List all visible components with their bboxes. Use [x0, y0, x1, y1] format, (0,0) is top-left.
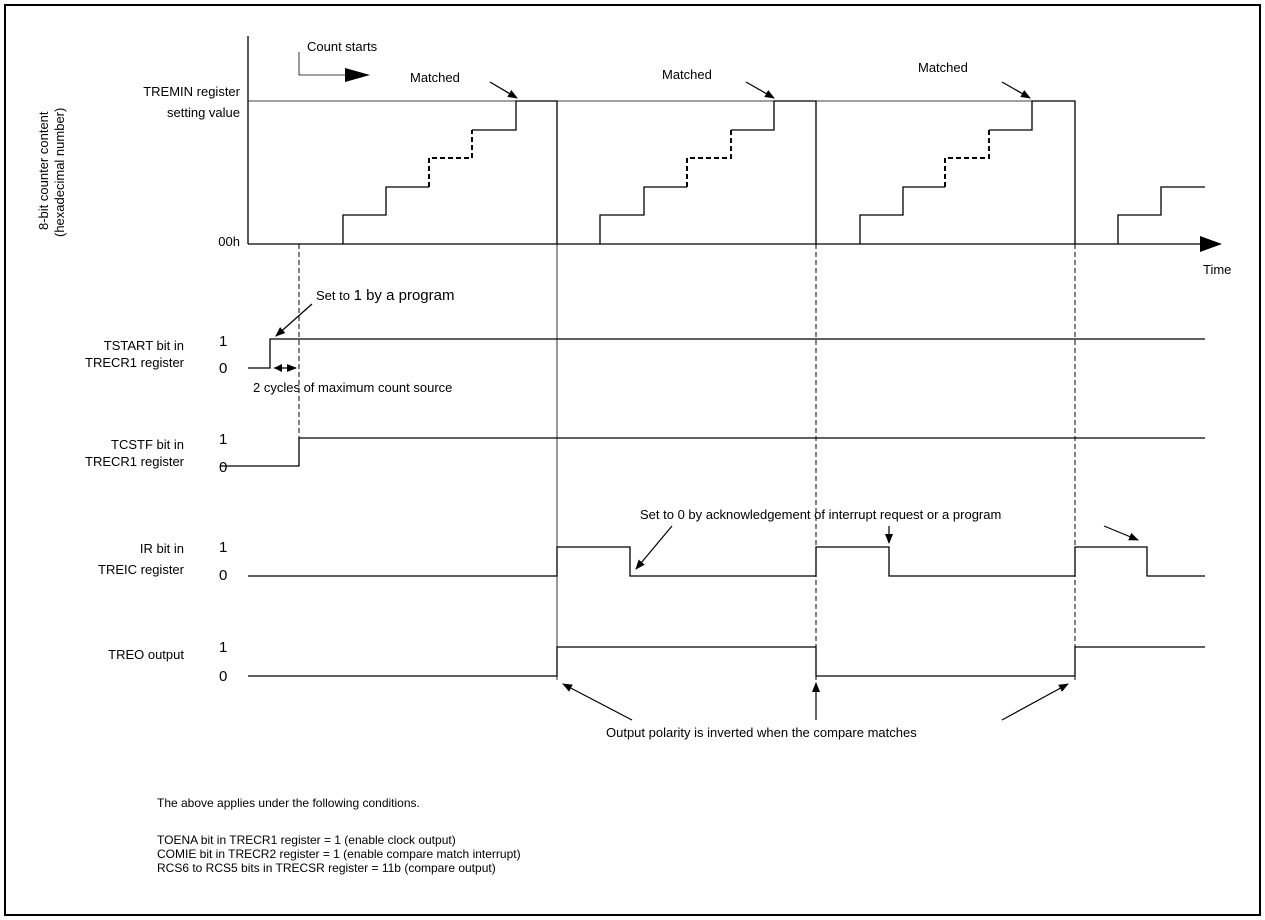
ir-clear-label: Set to 0 by acknowledgement of interrupt…: [640, 507, 1001, 522]
matched-label-1: Matched: [410, 70, 460, 85]
polarity-arrow-3: [1001, 683, 1069, 721]
counter-axes: [247, 36, 1222, 252]
condition-line-2: COMIE bit in TRECR2 register = 1 (enable…: [157, 847, 521, 861]
tcstf-label-line1: TCSTF bit in: [111, 437, 184, 452]
polarity-arrow-1: [562, 683, 633, 721]
matched-arrow-3: [1001, 81, 1031, 99]
program-set-prefix: Set to: [316, 288, 354, 303]
tcstf-waveform: [220, 437, 1205, 467]
matched-label-2: Matched: [662, 67, 712, 82]
tcstf-high: 1: [219, 431, 227, 448]
treo-low: 0: [219, 668, 227, 685]
counter-staircase-2: [599, 100, 817, 244]
treo-waveform: [248, 646, 1205, 677]
program-set-text: Set to 1 by a program: [316, 287, 454, 304]
timing-diagram-frame: [4, 4, 1261, 916]
matched-label-3: Matched: [918, 60, 968, 75]
time-label: Time: [1203, 262, 1231, 277]
tstart-low: 0: [219, 360, 227, 377]
count-starts-label: Count starts: [307, 39, 378, 54]
tstart-high: 1: [219, 333, 227, 350]
zero-label: 00h: [218, 234, 240, 249]
treo-high: 1: [219, 639, 227, 656]
tremin-label-line2: setting value: [167, 105, 240, 120]
program-set-arrow: [275, 303, 313, 337]
tstart-waveform: [248, 338, 1205, 369]
counter-staircase-4: [1117, 186, 1205, 244]
y-axis-label-line2: (hexadecimal number): [52, 108, 67, 237]
ir-clear-arrow-1: [635, 525, 673, 570]
treo-label: TREO output: [108, 647, 184, 662]
ir-waveform: [248, 546, 1205, 577]
ir-label-line2: TREIC register: [98, 562, 185, 577]
ir-low: 0: [219, 567, 227, 584]
tcstf-label-line2: TRECR1 register: [85, 454, 185, 469]
condition-line-3: RCS6 to RCS5 bits in TRECSR register = 1…: [157, 861, 496, 875]
matched-arrow-2: [745, 81, 775, 99]
cycles-label: 2 cycles of maximum count source: [253, 380, 452, 395]
conditions-intro: The above applies under the following co…: [157, 796, 420, 810]
count-start-arrowhead: [345, 68, 370, 82]
ir-high: 1: [219, 539, 227, 556]
program-set-suffix: 1 by a program: [354, 287, 455, 304]
tstart-label-line2: TRECR1 register: [85, 355, 185, 370]
tremin-label-line1: TREMIN register: [143, 84, 240, 99]
matched-arrow-1: [489, 81, 518, 99]
counter-staircase-1: [342, 100, 558, 244]
ir-clear-arrow-3: [1103, 525, 1139, 541]
tstart-label-line1: TSTART bit in: [104, 338, 184, 353]
ir-label-line1: IR bit in: [140, 541, 184, 556]
condition-line-1: TOENA bit in TRECR1 register = 1 (enable…: [157, 833, 456, 847]
y-axis-label-line1: 8-bit counter content: [36, 111, 51, 230]
tcstf-low: 0: [219, 459, 227, 476]
counter-staircase-3: [859, 100, 1076, 244]
polarity-label: Output polarity is inverted when the com…: [606, 725, 917, 740]
